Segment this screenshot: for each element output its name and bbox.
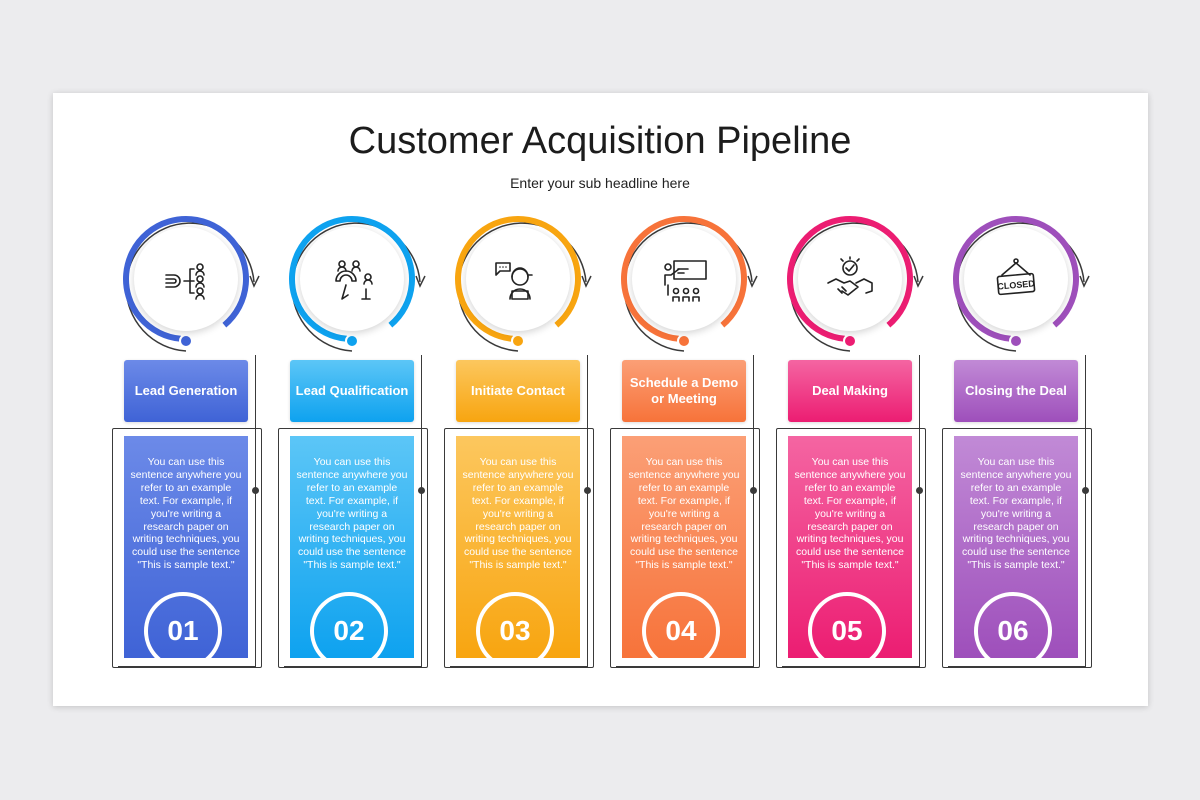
presentation-icon: [664, 260, 707, 302]
step-frame: [942, 428, 1092, 668]
step-connector-line: [284, 355, 422, 667]
icon-circle: [300, 227, 404, 331]
step-connector-line: [782, 355, 920, 667]
step-ring: [289, 216, 426, 352]
step-frame: [112, 428, 262, 668]
step-frame: [444, 428, 594, 668]
pipeline-step: Lead Qualification You can use this sent…: [278, 0, 454, 800]
icon-circle: CLOSED: [964, 227, 1068, 331]
step-label: Deal Making: [788, 360, 912, 422]
step-label-text: Closing the Deal: [965, 383, 1067, 398]
step-frame: [776, 428, 926, 668]
support-agent-icon: [495, 262, 533, 300]
step-number: 01: [144, 592, 222, 658]
pipeline-step: Lead Generation You can use this sentenc…: [112, 0, 288, 800]
icon-circle: [466, 227, 570, 331]
step-label-text: Lead Qualification: [295, 383, 409, 398]
step-label: Initiate Contact: [456, 360, 580, 422]
step-label-text: Deal Making: [812, 383, 888, 398]
step-ring: [787, 216, 924, 352]
page-title: Customer Acquisition Pipeline: [348, 120, 852, 162]
pipeline-step: Deal Making You can use this sentence an…: [776, 0, 952, 800]
step-connector-line: [450, 355, 588, 667]
step-description: You can use this sentence anywhere you r…: [628, 456, 740, 572]
connector-dot: [584, 487, 591, 494]
connector-dot: [916, 487, 923, 494]
pipeline-step: Schedule a Demo or Meeting You can use t…: [610, 0, 786, 800]
connector-dot: [252, 487, 259, 494]
step-label-text: Initiate Contact: [471, 383, 565, 398]
step-label: Schedule a Demo or Meeting: [622, 360, 746, 422]
handshake-icon: [827, 256, 873, 296]
step-number: 02: [310, 592, 388, 658]
step-ring: [953, 216, 1090, 352]
step-label: Lead Qualification: [290, 360, 414, 422]
step-label-text: Schedule a Demo or Meeting: [629, 375, 739, 406]
step-description: You can use this sentence anywhere you r…: [130, 456, 242, 572]
step-label: Closing the Deal: [954, 360, 1078, 422]
step-frame: [278, 428, 428, 668]
step-frame: [610, 428, 760, 668]
step-ring: [123, 216, 260, 352]
pipeline-step: CLOSED Closing the Deal You can use this…: [942, 0, 1118, 800]
step-description: You can use this sentence anywhere you r…: [296, 456, 408, 572]
closed-sign-text: CLOSED: [997, 278, 1036, 291]
step-ring: [621, 216, 758, 352]
step-description: You can use this sentence anywhere you r…: [960, 456, 1072, 572]
connector-dot: [750, 487, 757, 494]
step-description-box: You can use this sentence anywhere you r…: [124, 436, 248, 658]
step-description: You can use this sentence anywhere you r…: [794, 456, 906, 572]
connector-dot: [1082, 487, 1089, 494]
icon-circle: [798, 227, 902, 331]
step-connector-line: [118, 355, 256, 667]
step-label-text: Lead Generation: [134, 383, 238, 398]
step-connector-line: [948, 355, 1086, 667]
step-number: 04: [642, 592, 720, 658]
step-description: You can use this sentence anywhere you r…: [462, 456, 574, 572]
step-number: 06: [974, 592, 1052, 658]
step-number: 05: [808, 592, 886, 658]
step-number: 03: [476, 592, 554, 658]
pipeline-step: Initiate Contact You can use this senten…: [444, 0, 620, 800]
connector-dot: [418, 487, 425, 494]
icon-circle: [632, 227, 736, 331]
icon-circle: [134, 227, 238, 331]
step-label: Lead Generation: [124, 360, 248, 422]
step-connector-line: [616, 355, 754, 667]
closed-sign-icon: CLOSED: [996, 258, 1036, 296]
page-subtitle: Enter your sub headline here: [510, 175, 690, 191]
step-ring: [455, 216, 592, 352]
magnet-people-icon: [165, 263, 205, 300]
magnet-attract-icon: [335, 260, 373, 300]
